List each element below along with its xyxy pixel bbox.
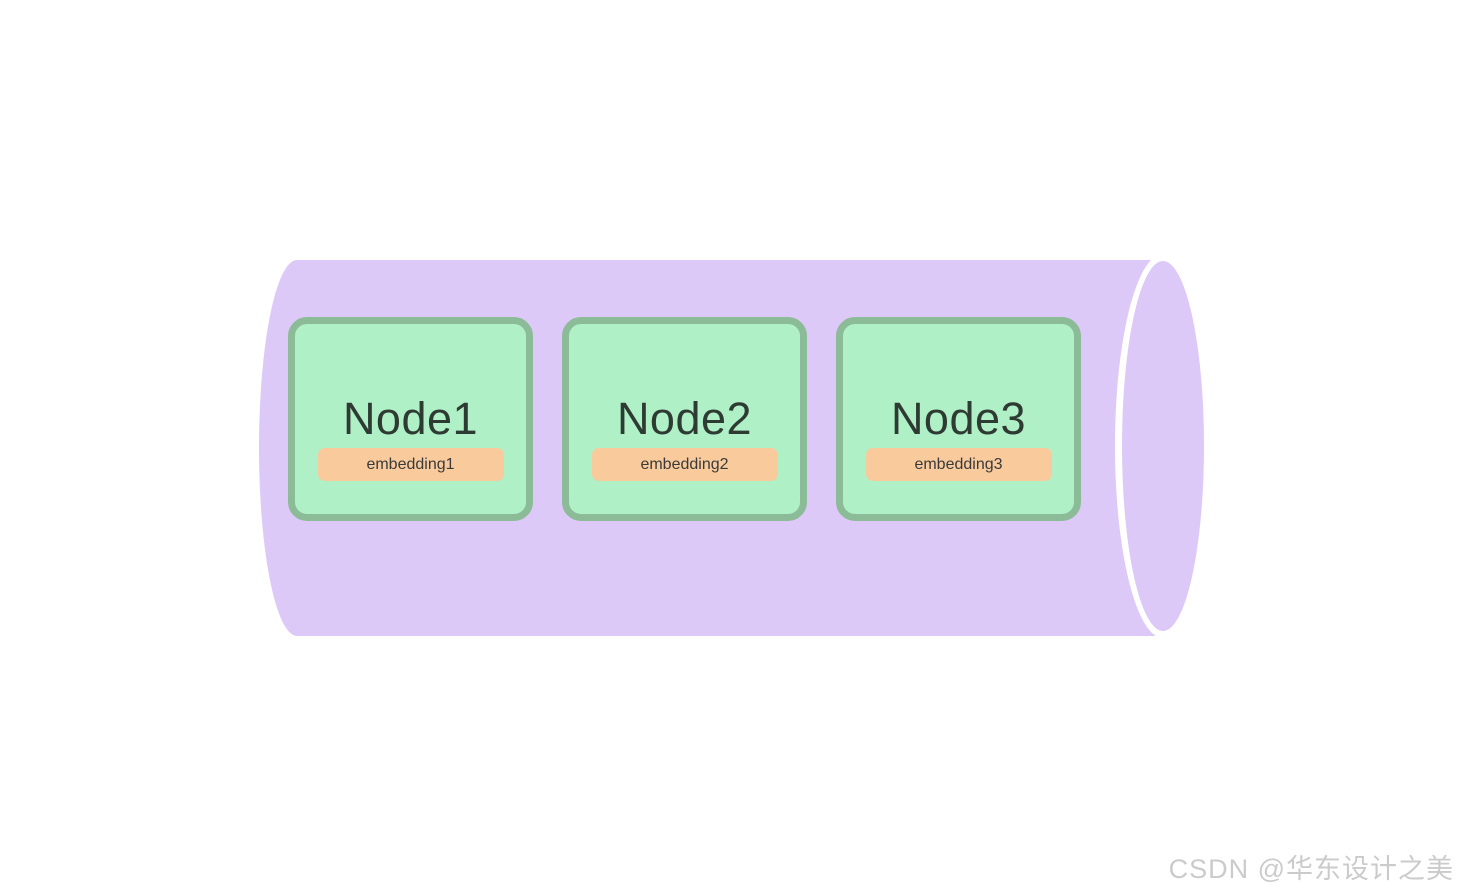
node-title: Node2 bbox=[616, 392, 753, 444]
nodes-row: Node1 embedding1 Node2 embedding2 Node3 … bbox=[288, 317, 1081, 521]
node-card-3: Node3 embedding3 bbox=[836, 317, 1081, 521]
node-title: Node1 bbox=[342, 392, 479, 444]
embedding-badge: embedding3 bbox=[865, 448, 1052, 481]
cylinder-end-cap bbox=[1115, 254, 1211, 638]
node-card-2: Node2 embedding2 bbox=[562, 317, 807, 521]
node-card-1: Node1 embedding1 bbox=[288, 317, 533, 521]
embedding-badge: embedding1 bbox=[317, 448, 504, 481]
watermark: CSDN @华东设计之美 bbox=[1168, 854, 1454, 884]
node-title: Node3 bbox=[890, 392, 1027, 444]
embedding-badge: embedding2 bbox=[591, 448, 778, 481]
